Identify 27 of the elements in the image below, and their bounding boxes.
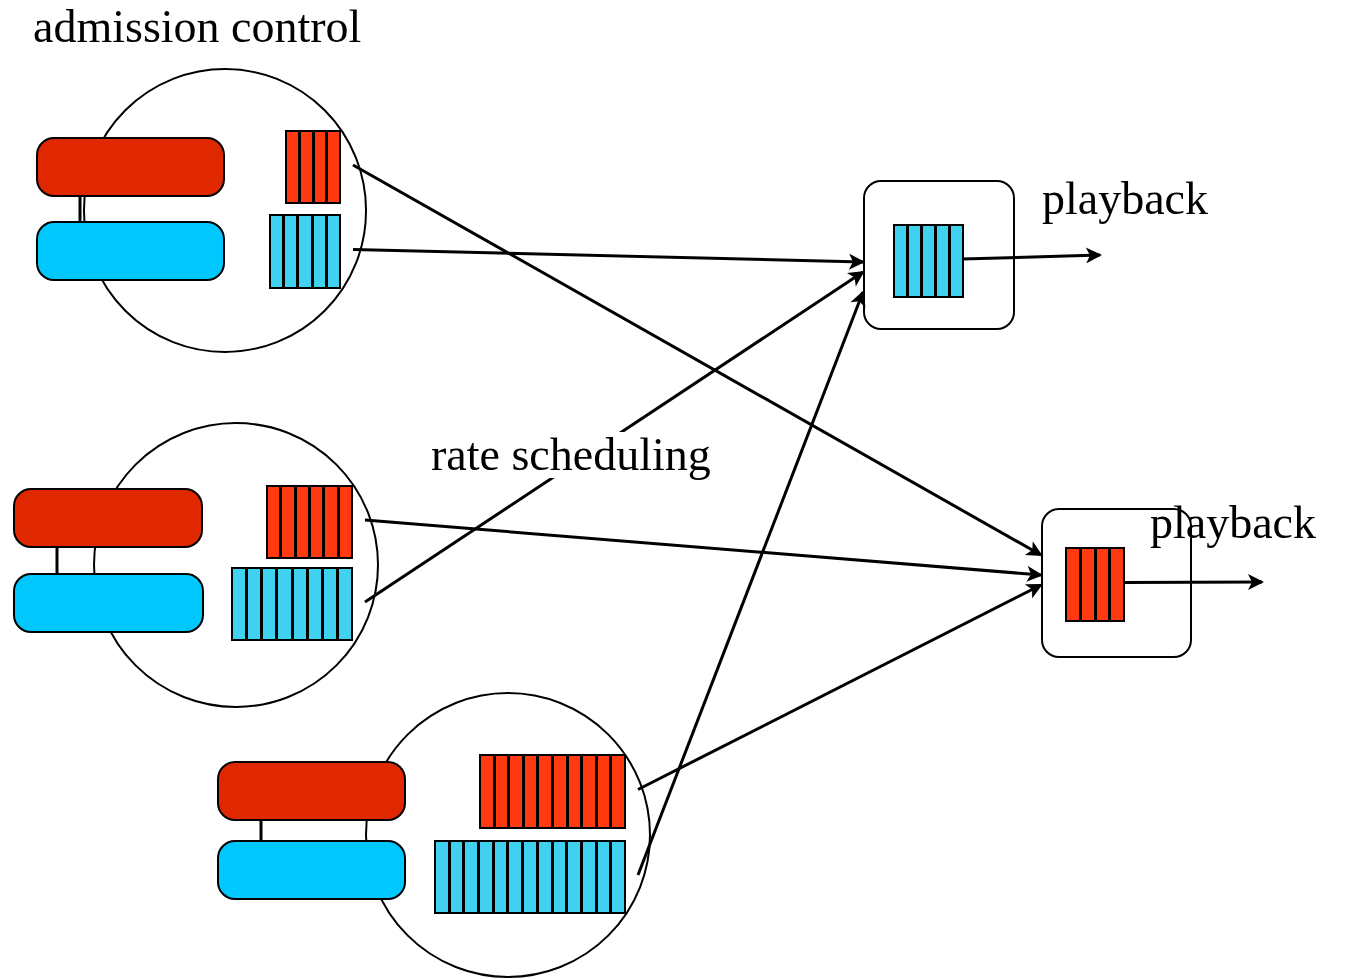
packet-queue [1065,547,1125,622]
packet-queue [893,224,964,298]
stream-pill [36,137,225,197]
stream-pill [217,840,406,900]
packet-queue [285,130,341,204]
packet-queue [434,840,626,914]
arrow [637,583,1043,791]
packet-queue [479,754,626,829]
arrow [961,247,1102,264]
connector-line [259,821,263,840]
stream-pill [13,488,203,548]
packet-queue [266,485,353,559]
label-text: playback [1042,176,1209,222]
arrow [1123,574,1264,591]
packet-queue [269,214,341,289]
packet-queue [231,567,353,641]
arrow [636,290,866,876]
receiver-box [863,180,1015,330]
connector-line [78,197,82,221]
label-text: admission control [33,4,362,50]
connector-line [55,548,59,573]
arrow [352,163,1043,557]
arrow [352,248,865,270]
stream-pill [217,761,406,821]
stream-pill [36,221,225,281]
stream-pill [13,573,204,633]
arrow [364,518,1043,582]
